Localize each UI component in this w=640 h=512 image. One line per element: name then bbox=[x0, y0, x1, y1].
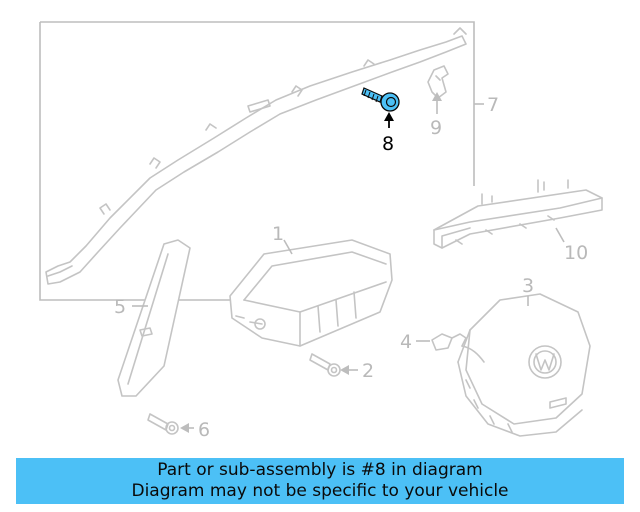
parts-diagram: 1 2 3 4 5 6 7 8 9 10 bbox=[39, 21, 603, 441]
steering-airbag-part-3 bbox=[457, 293, 591, 437]
callout-7: 7 bbox=[487, 94, 499, 116]
arrow-9 bbox=[432, 92, 442, 101]
callout-6: 6 bbox=[198, 419, 210, 441]
curtain-airbag bbox=[45, 27, 467, 285]
arrow-2 bbox=[340, 365, 349, 375]
connector-part-4 bbox=[431, 333, 485, 363]
screw-part-2 bbox=[309, 353, 341, 377]
callout-1: 1 bbox=[272, 223, 284, 245]
arrow-6 bbox=[180, 423, 189, 433]
bolt-part-8 bbox=[361, 87, 400, 112]
leader-1 bbox=[283, 239, 293, 255]
banner-line-part-number: Part or sub-assembly is #8 in diagram bbox=[157, 460, 483, 480]
bracket-part-9 bbox=[427, 65, 449, 99]
callout-2: 2 bbox=[362, 360, 374, 382]
arrow-8 bbox=[384, 112, 394, 121]
callout-5: 5 bbox=[114, 296, 126, 318]
callout-4: 4 bbox=[400, 331, 412, 353]
callout-8: 8 bbox=[382, 133, 394, 155]
leader-10 bbox=[555, 227, 565, 243]
knee-airbag-part-10 bbox=[433, 179, 603, 249]
callout-3: 3 bbox=[522, 275, 534, 297]
passenger-airbag-part-1 bbox=[229, 239, 393, 347]
callout-9: 9 bbox=[430, 117, 442, 139]
callout-10: 10 bbox=[564, 242, 588, 264]
pillar-trim-part-5 bbox=[117, 239, 191, 397]
banner-line-disclaimer: Diagram may not be specific to your vehi… bbox=[131, 481, 509, 501]
info-banner: Part or sub-assembly is #8 in diagram Di… bbox=[16, 458, 624, 504]
screw-part-6 bbox=[147, 413, 179, 435]
curtain-airbag-group-box bbox=[39, 21, 475, 301]
